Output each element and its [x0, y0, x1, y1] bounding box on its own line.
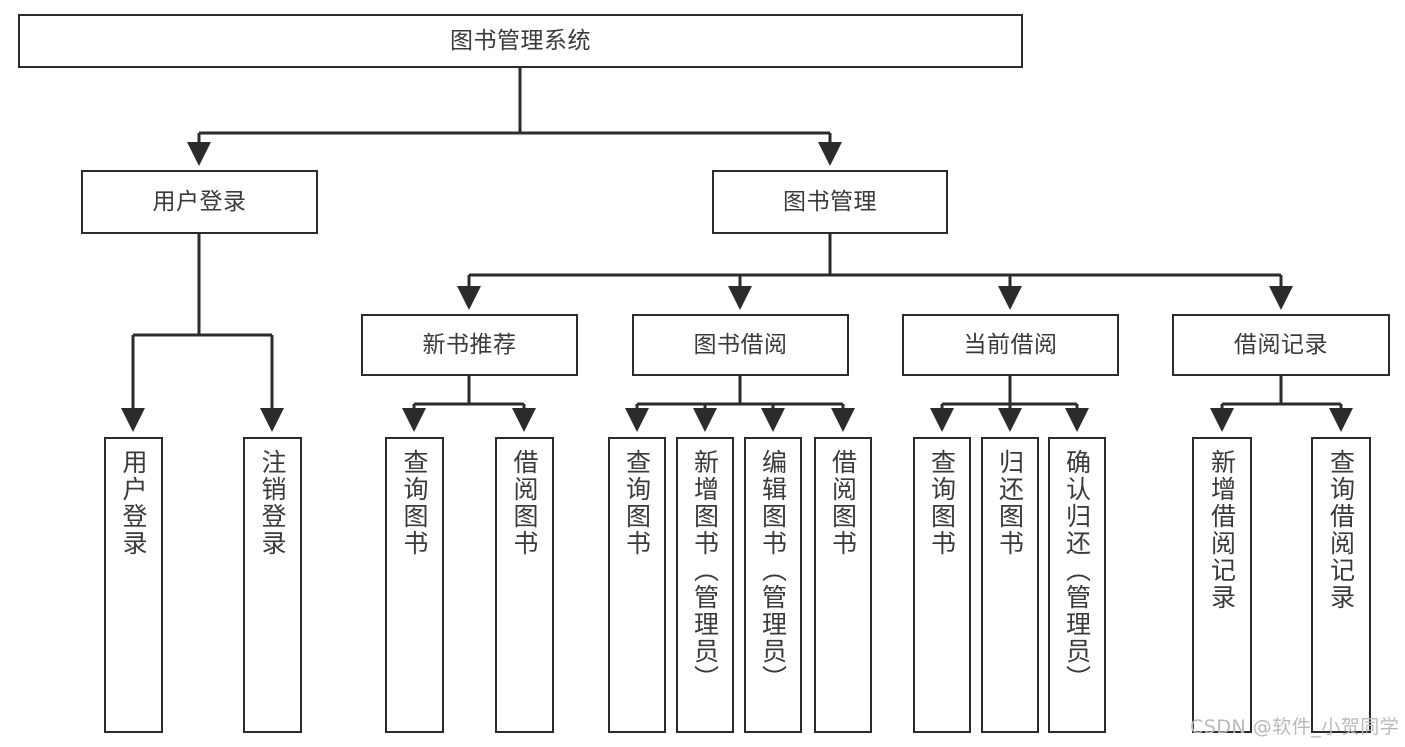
node-leaf-return-book-label: 归还图书	[995, 449, 1025, 557]
node-leaf-add-book[interactable]: 新增图书（管理员）	[676, 437, 734, 733]
node-leaf-borrow-book-1[interactable]: 借阅图书	[495, 437, 554, 733]
node-new-book-recommend[interactable]: 新书推荐	[361, 314, 578, 376]
node-leaf-query-book-1-label: 查询图书	[400, 449, 429, 557]
node-leaf-query-book-2[interactable]: 查询图书	[608, 437, 666, 733]
node-leaf-add-record-label: 新增借阅记录	[1207, 449, 1237, 611]
node-leaf-query-record[interactable]: 查询借阅记录	[1311, 437, 1371, 733]
node-leaf-add-book-label: 新增图书（管理员）	[690, 449, 720, 692]
node-leaf-confirm-return-label: 确认归还（管理员）	[1062, 449, 1092, 692]
node-leaf-edit-book-label: 编辑图书（管理员）	[758, 449, 788, 692]
node-current-borrow-label: 当前借阅	[963, 331, 1058, 358]
node-user-login-label: 用户登录	[152, 188, 247, 215]
node-borrow-record[interactable]: 借阅记录	[1172, 314, 1390, 376]
node-book-borrow[interactable]: 图书借阅	[632, 314, 849, 376]
node-leaf-query-book-3-label: 查询图书	[927, 449, 957, 557]
node-root-label: 图书管理系统	[450, 27, 591, 54]
node-book-borrow-label: 图书借阅	[693, 331, 788, 358]
node-leaf-return-book[interactable]: 归还图书	[981, 437, 1039, 733]
node-user-login[interactable]: 用户登录	[81, 170, 318, 234]
node-new-book-recommend-label: 新书推荐	[422, 331, 517, 358]
node-leaf-query-record-label: 查询借阅记录	[1326, 449, 1356, 611]
node-leaf-borrow-book-1-label: 借阅图书	[510, 449, 539, 557]
node-current-borrow[interactable]: 当前借阅	[902, 314, 1119, 376]
node-leaf-edit-book[interactable]: 编辑图书（管理员）	[744, 437, 802, 733]
node-leaf-query-book-3[interactable]: 查询图书	[913, 437, 971, 733]
node-leaf-query-book-1[interactable]: 查询图书	[385, 437, 444, 733]
node-leaf-borrow-book-2-label: 借阅图书	[828, 449, 858, 557]
node-leaf-confirm-return[interactable]: 确认归还（管理员）	[1048, 437, 1106, 733]
node-leaf-user-login-label: 用户登录	[119, 449, 148, 557]
node-book-management[interactable]: 图书管理	[712, 170, 948, 234]
node-leaf-user-login[interactable]: 用户登录	[104, 437, 163, 733]
node-borrow-record-label: 借阅记录	[1234, 331, 1328, 358]
watermark: CSDN @软件_小贺同学	[1190, 716, 1400, 738]
node-leaf-logout-label: 注销登录	[258, 449, 287, 557]
node-root[interactable]: 图书管理系统	[18, 14, 1023, 68]
node-leaf-borrow-book-2[interactable]: 借阅图书	[814, 437, 872, 733]
node-book-management-label: 图书管理	[783, 188, 877, 215]
node-leaf-logout[interactable]: 注销登录	[243, 437, 302, 733]
node-leaf-query-book-2-label: 查询图书	[622, 449, 652, 557]
node-leaf-add-record[interactable]: 新增借阅记录	[1192, 437, 1252, 733]
